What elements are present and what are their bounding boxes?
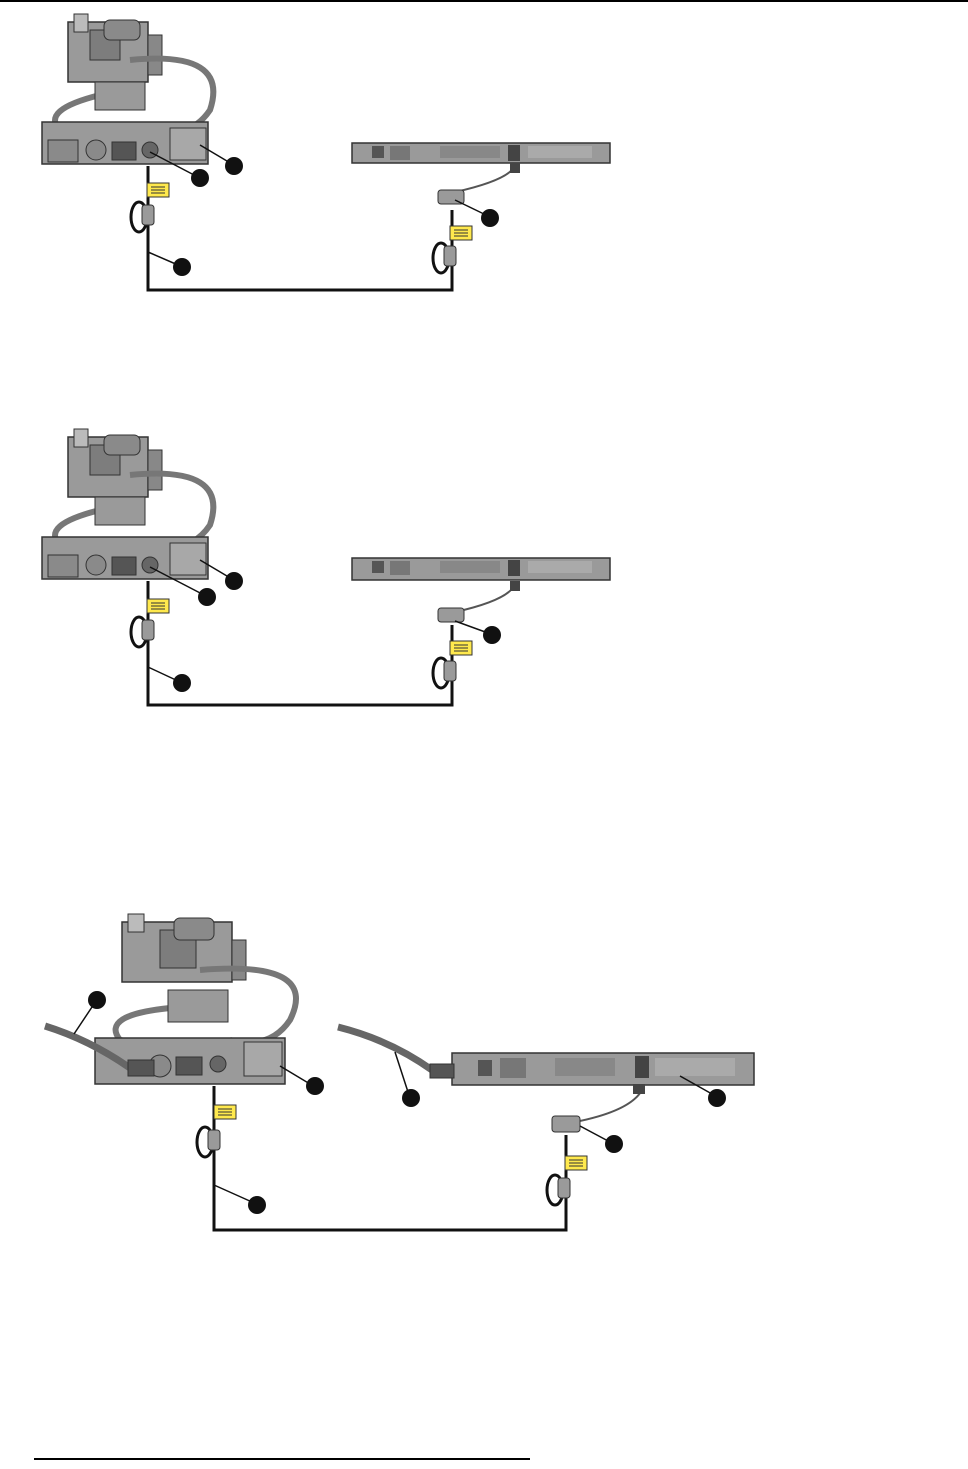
adapter-box	[438, 581, 520, 622]
cable-tag-icon	[214, 1105, 587, 1170]
projector-head	[42, 14, 213, 164]
ferrite-core-icon	[197, 1127, 570, 1205]
adapter-box	[438, 163, 520, 204]
figure-2-svg	[0, 415, 968, 735]
projector-head	[95, 914, 296, 1084]
figure-3-svg	[0, 900, 968, 1240]
link-cable	[148, 166, 452, 290]
power-cable-right	[338, 1027, 454, 1078]
figure-1-svg	[0, 0, 968, 320]
projector-head	[42, 429, 213, 579]
cable-tag-icon	[147, 183, 472, 240]
cable-tag-icon	[147, 599, 472, 655]
adapter-box	[552, 1084, 645, 1132]
link-cable	[214, 1086, 566, 1230]
footer-rule	[34, 1458, 530, 1460]
figure-2	[0, 415, 968, 735]
callout-dot-icon	[74, 991, 726, 1214]
rack-server	[352, 558, 610, 580]
rack-server	[352, 143, 610, 163]
rack-server	[452, 1053, 754, 1085]
figure-1	[0, 0, 968, 320]
figure-3	[0, 900, 968, 1240]
link-cable	[148, 581, 452, 705]
